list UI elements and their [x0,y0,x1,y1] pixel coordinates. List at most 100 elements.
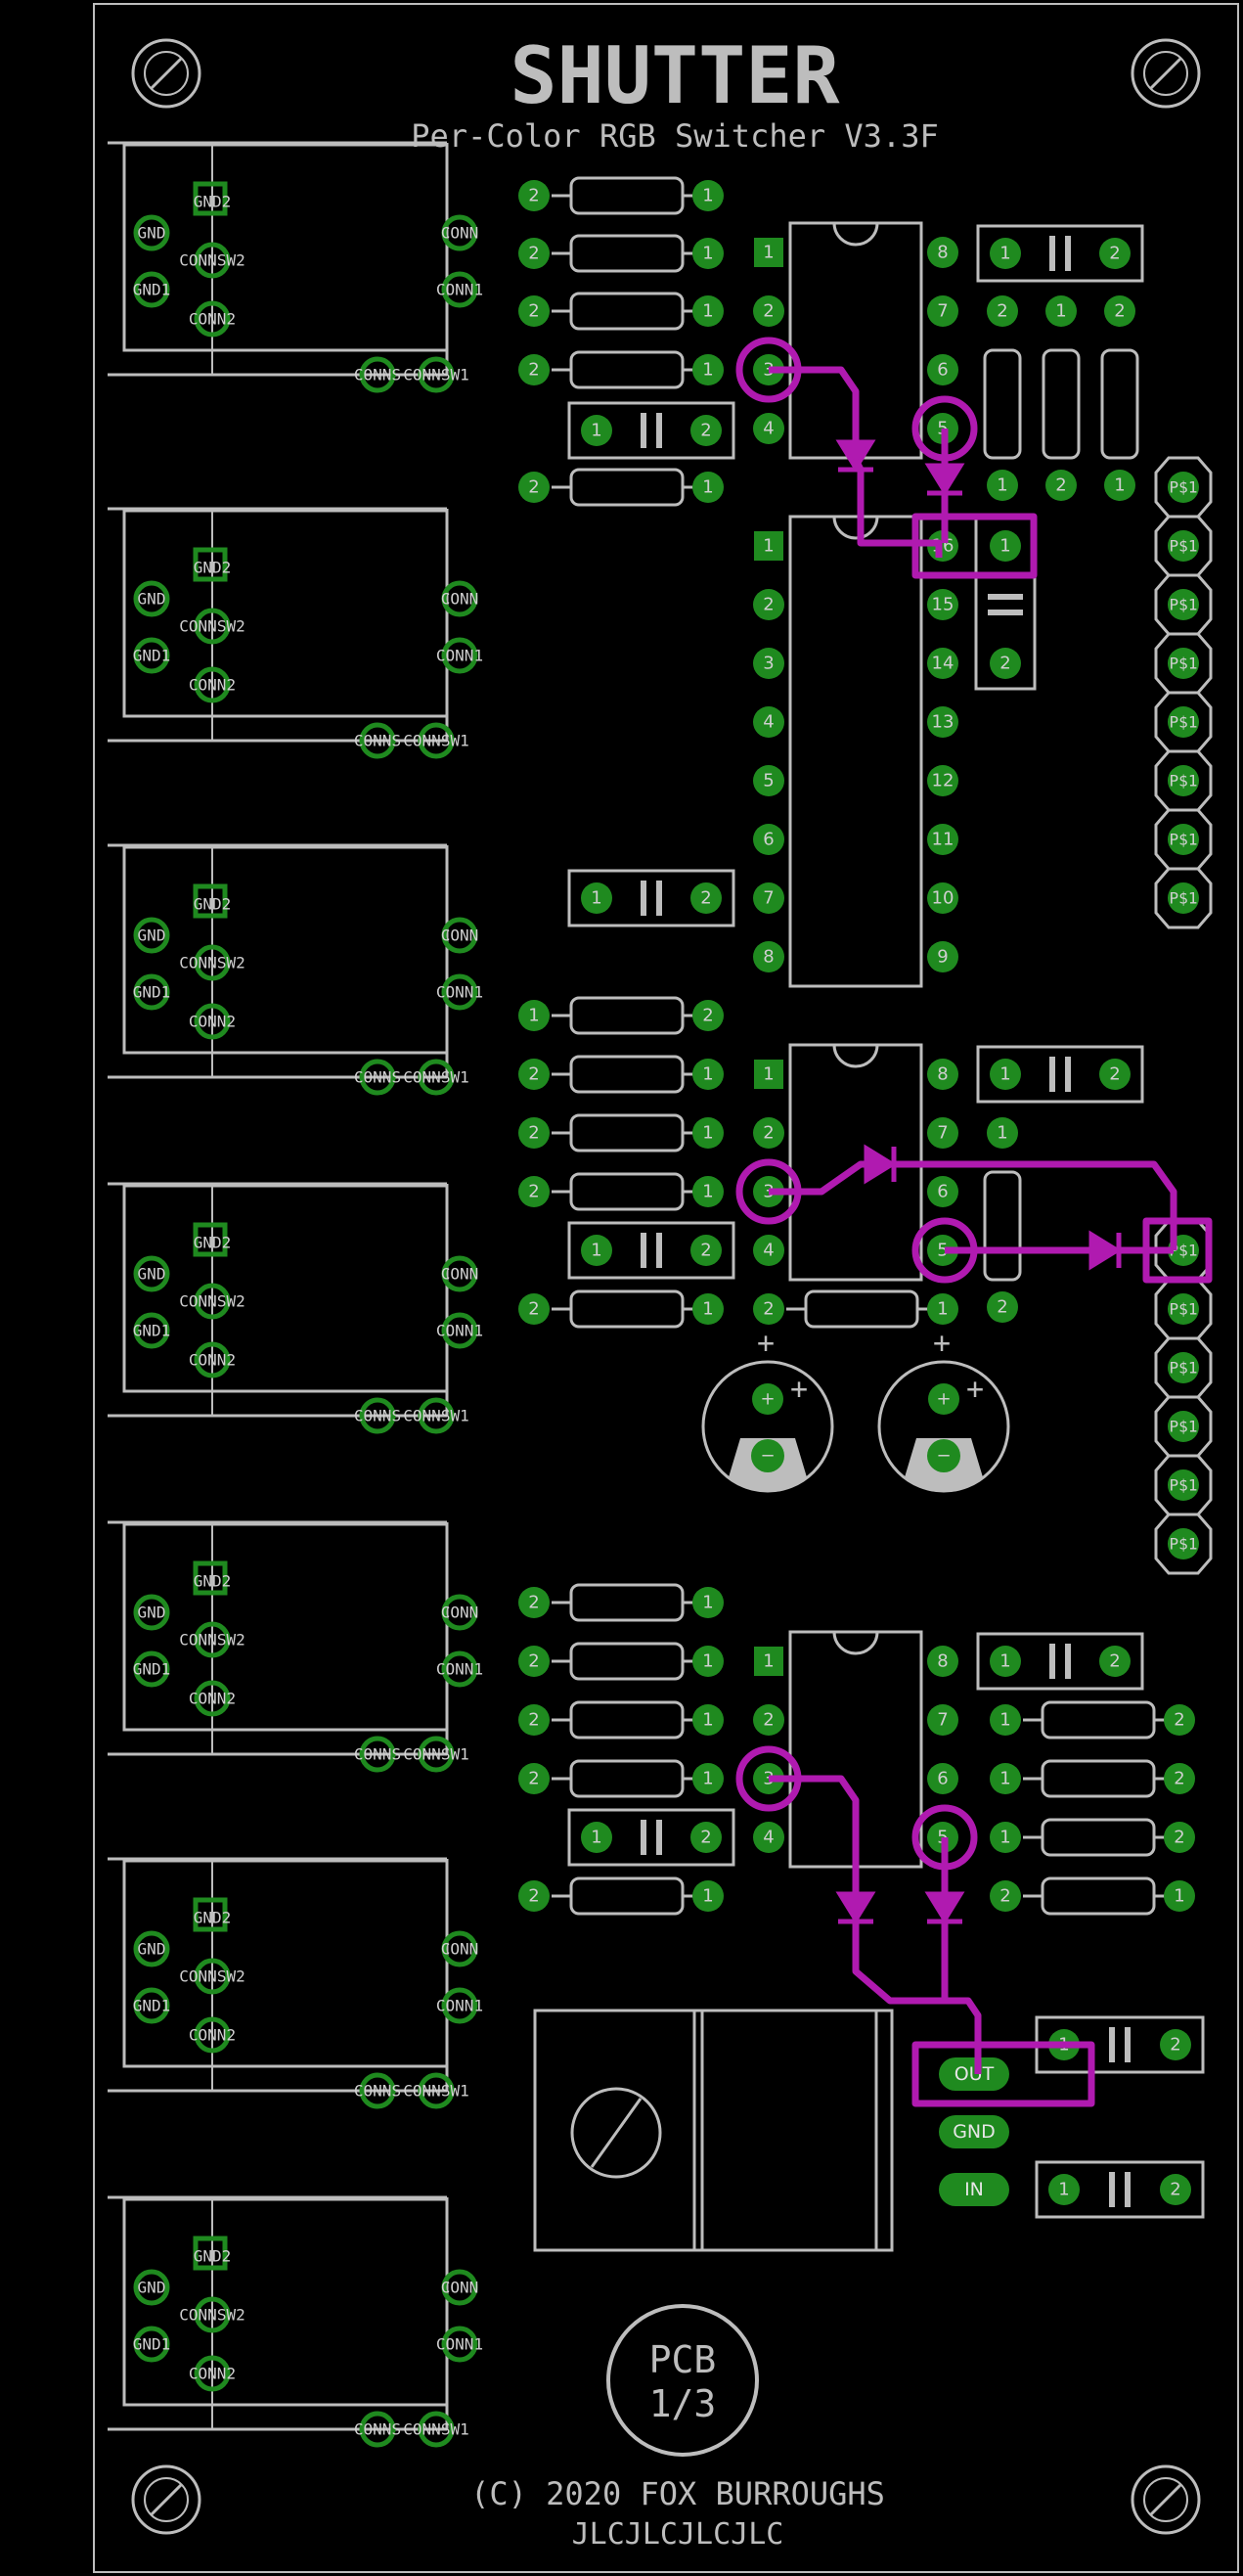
ecap-polarity-mark: + [933,1327,951,1361]
jack-label-conn2: CONN2 [189,2026,236,2045]
jack-label-connsw2: CONNSW2 [179,1631,244,1650]
pad-ring [133,1594,170,1631]
pad-label: 1 [702,1769,713,1789]
pad-label: 1 [702,1593,713,1613]
pad-ring [441,1312,478,1349]
jack-label-gnd1: GND1 [133,281,171,299]
capacitor-outline [567,869,735,927]
pad [518,180,550,211]
pad [692,295,724,327]
ic-notch [832,1044,879,1068]
pad [692,238,724,269]
pad [518,1880,550,1912]
pad-label: + [936,1389,951,1410]
pad-label: 1 [702,244,713,264]
pad [1048,2174,1080,2205]
jack-gnd2-pad [193,1560,228,1596]
ecap-neg-label: − [760,1446,775,1467]
trace-top-target-box [911,513,1038,579]
pad-label: 1 [702,477,713,498]
mount-hole-inner [144,2477,189,2522]
pad [928,1383,959,1415]
resistor-body [569,468,685,507]
resistor-body [569,1172,685,1211]
jack-label-connsw1: CONNSW1 [403,1407,468,1425]
pad-label: 7 [937,1710,948,1731]
ecap-outline [877,1360,1010,1493]
diode-symbol [924,1891,965,1924]
pad [753,589,784,620]
pad-label: 8 [763,947,774,968]
pad-label: 5 [763,771,774,791]
resistor-body [569,350,685,389]
pad-ring [194,666,231,703]
pad [927,589,958,620]
jack-label-gnd2: GND2 [194,1234,232,1252]
jack-gnd2-pad [193,1222,228,1257]
trace-top-pin5-ring [911,395,978,462]
ecap-outline [701,1360,834,1493]
pad-ring [133,580,170,617]
jack-label-conn1: CONN1 [436,1660,483,1679]
pad [518,1176,550,1207]
resistor-body [569,234,685,273]
pad-ring [194,300,231,338]
capacitor-outline [567,1221,735,1280]
pad-label: 2 [763,301,774,322]
pad-label: 1 [1114,475,1125,496]
pad-ring [133,2269,170,2306]
pad-label: 1 [999,1064,1010,1085]
trace-bot-target-box [911,2041,1095,2107]
pad-label: 2 [1170,2035,1180,2056]
pad-ring [441,1255,478,1292]
jack-gnd2-pad [193,2236,228,2271]
pad-label: 2 [763,1123,774,1144]
header-pin-label: P$1 [1170,1476,1198,1495]
pad-ring [359,356,396,393]
pad [518,1587,550,1618]
pad-label: 2 [1114,301,1125,322]
pad-ring [133,973,170,1011]
regulator-out-pad [939,2057,1009,2091]
capacitor-outline [567,401,735,460]
pad-ring [441,1594,478,1631]
pad-label: 2 [528,1886,539,1907]
resistor-body [1042,348,1081,460]
pad-label: 2 [1174,1710,1184,1731]
resistor-body [569,176,685,215]
pad-ring [418,722,455,759]
jack-label-connsw1: CONNSW1 [403,2420,468,2439]
jack-label-conn1: CONN1 [436,983,483,1002]
jack-label-conn: CONN [441,926,479,945]
pad-ring [194,944,231,981]
pad [692,1646,724,1677]
pad [518,238,550,269]
header-pin-label: P$1 [1170,537,1198,556]
pad-label: 2 [1055,475,1066,496]
pad-label: 1 [937,1299,948,1320]
pad [1045,295,1077,327]
pad-ring [133,637,170,674]
jack-label-gnd2: GND2 [194,1909,232,1927]
pad-label: 1 [702,1123,713,1144]
ecap-neg-pad [927,1439,960,1472]
jack-label-gnd: GND [138,590,166,609]
pad [927,765,958,796]
pad-ring [441,1650,478,1688]
jack-label-connsw2: CONNSW2 [179,1292,244,1311]
resistor-body [569,292,685,331]
jack-label-gnd: GND [138,1265,166,1284]
pad-ring [194,1341,231,1378]
jack-label-conn: CONN [441,1940,479,1959]
traces [735,337,1213,2107]
header-pin-pad [1168,472,1199,503]
